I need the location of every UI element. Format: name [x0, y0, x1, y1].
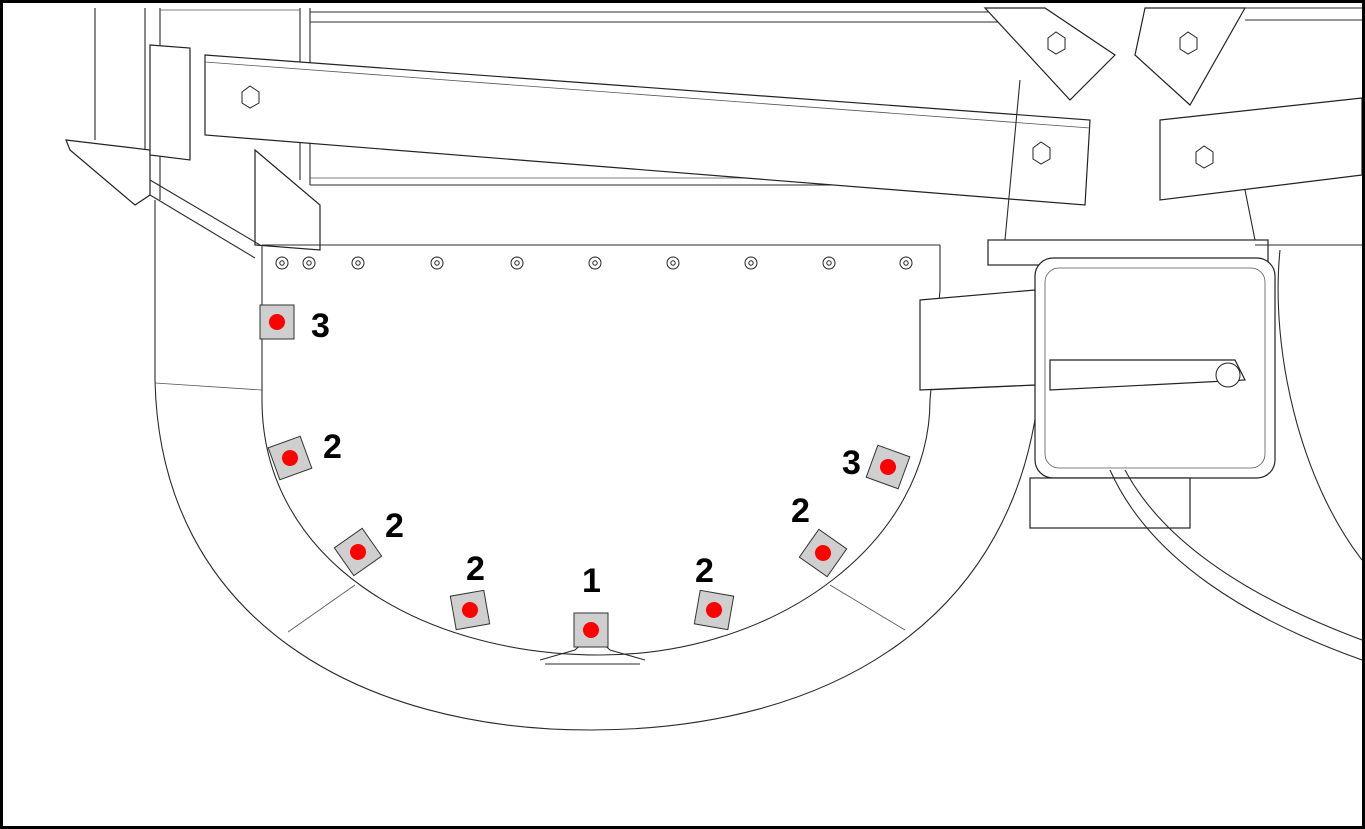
- spray-nozzle: [267, 435, 313, 481]
- nozzle-label: 2: [385, 507, 404, 545]
- right-mechanism: [919, 239, 1362, 661]
- spray-nozzle: [865, 444, 911, 490]
- nozzle-label: 3: [842, 444, 861, 482]
- nozzle-label: 2: [791, 492, 810, 530]
- nozzle-label: 2: [323, 428, 342, 466]
- nozzle-marker-dot: [815, 545, 831, 561]
- nozzle-marker-dot: [706, 602, 722, 618]
- nozzle-marker-dot: [269, 314, 285, 330]
- top-right-brackets: [983, 7, 1362, 241]
- nozzle-marker-dot: [350, 544, 366, 560]
- spray-nozzle: [449, 589, 491, 631]
- spray-nozzle: [573, 612, 609, 648]
- nozzle-marker-dot: [880, 459, 896, 475]
- nozzle-marker-dot: [282, 450, 298, 466]
- nozzle-label: 2: [695, 552, 714, 590]
- spray-nozzle: [259, 304, 295, 340]
- nozzle-label: 2: [466, 550, 485, 588]
- beam-left: [204, 54, 1091, 206]
- spray-nozzle: [333, 527, 383, 577]
- nozzle-label: 1: [582, 562, 601, 600]
- hopper-plate: [261, 244, 941, 320]
- top-bolt-row: [275, 256, 913, 270]
- top-frame: [310, 11, 1000, 186]
- left-frame-structure: [65, 8, 321, 259]
- nozzle-label: 3: [311, 307, 330, 345]
- nozzle-marker-dot: [583, 622, 599, 638]
- nozzle-marker-dot: [462, 602, 478, 618]
- spray-nozzle: [693, 589, 735, 631]
- spray-nozzle: [798, 528, 848, 578]
